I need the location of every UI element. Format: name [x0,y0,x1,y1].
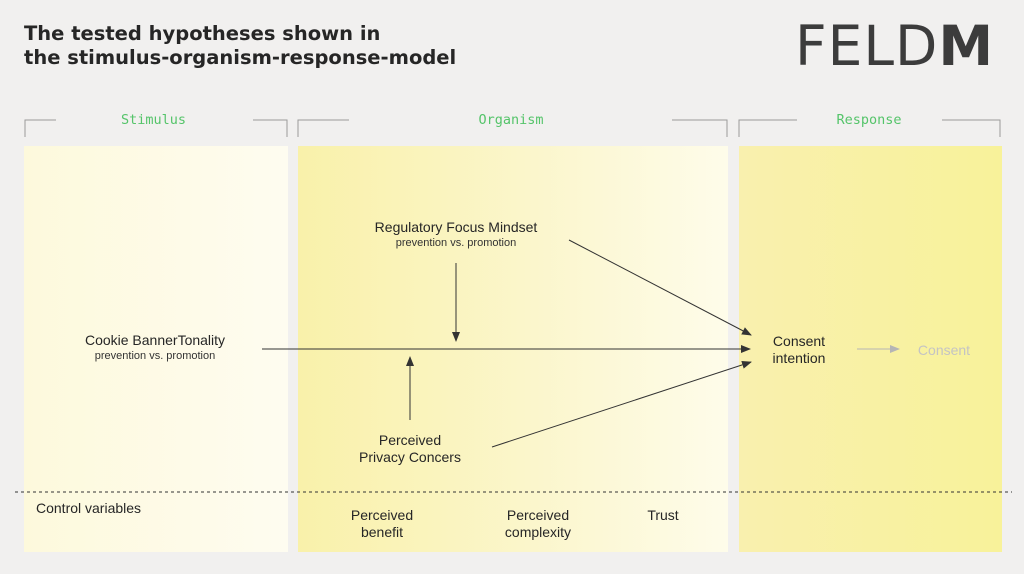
regulatory-focus-label: Regulatory Focus Mindset [374,219,538,235]
perceived-benefit-node: Perceived benefit [332,507,432,541]
control-variables-label: Control variables [36,500,142,516]
stimulus-panel [24,146,288,552]
feldm-logo: FELDM [795,16,994,76]
perceived-benefit-line1: Perceived [350,507,414,523]
regulatory-focus-sublabel: prevention vs. promotion [395,237,517,249]
logo-text-light: FELD [795,14,939,78]
organism-bracket-right [672,119,728,137]
stimulus-header: Stimulus [120,112,187,128]
privacy-concerns-line1: Perceived [378,432,442,448]
organism-header: Organism [478,112,544,128]
section-brackets [24,119,1001,137]
cookie-banner-label: Cookie BannerTonality [84,332,226,348]
consent-intention-line2: intention [772,350,826,366]
organism-bracket-left [297,119,349,137]
privacy-concerns-node: Perceived Privacy Concers [340,432,480,466]
privacy-concerns-line2: Privacy Concers [359,449,461,465]
stimulus-bracket-right [253,119,288,137]
perceived-complexity-line2: complexity [504,524,572,540]
logo-text-bold: M [938,14,995,78]
cookie-banner-sublabel: prevention vs. promotion [94,350,216,362]
page-title: The tested hypotheses shown in the stimu… [24,22,456,70]
response-bracket-right [942,119,1001,137]
consent-node: Consent [917,342,971,358]
perceived-complexity-line1: Perceived [506,507,570,523]
title-line-1: The tested hypotheses shown in [24,22,381,45]
response-header: Response [836,112,902,128]
cookie-banner-tonality-node: Cookie BannerTonality prevention vs. pro… [70,332,240,363]
perceived-benefit-line2: benefit [360,524,404,540]
perceived-complexity-node: Perceived complexity [488,507,588,541]
consent-intention-node: Consent intention [758,333,840,367]
arrow-privacy-to-consent [491,361,752,448]
consent-intention-line1: Consent [772,333,826,349]
title-line-2: the stimulus-organism-response-model [24,46,457,69]
regulatory-focus-node: Regulatory Focus Mindset prevention vs. … [356,219,556,250]
response-bracket-left [738,119,797,137]
trust-node: Trust [647,507,679,523]
arrow-regulatory-to-consent [568,239,752,336]
stimulus-bracket-left [24,119,56,137]
